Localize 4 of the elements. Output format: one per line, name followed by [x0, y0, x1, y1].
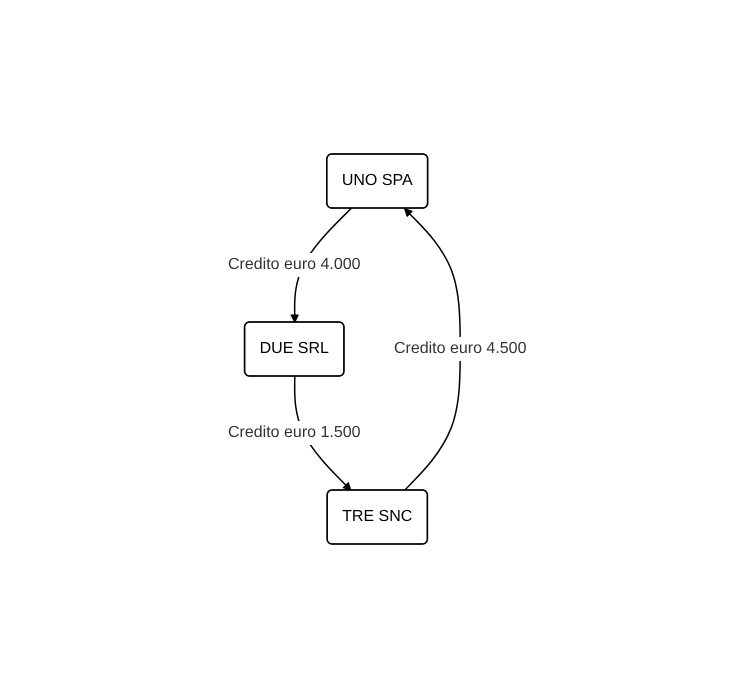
edge-label: Credito euro 4.500 [394, 339, 526, 356]
arrow [404, 208, 461, 490]
edge-label: Credito euro 1.500 [228, 423, 360, 440]
edge-label: Credito euro 4.000 [228, 255, 360, 272]
